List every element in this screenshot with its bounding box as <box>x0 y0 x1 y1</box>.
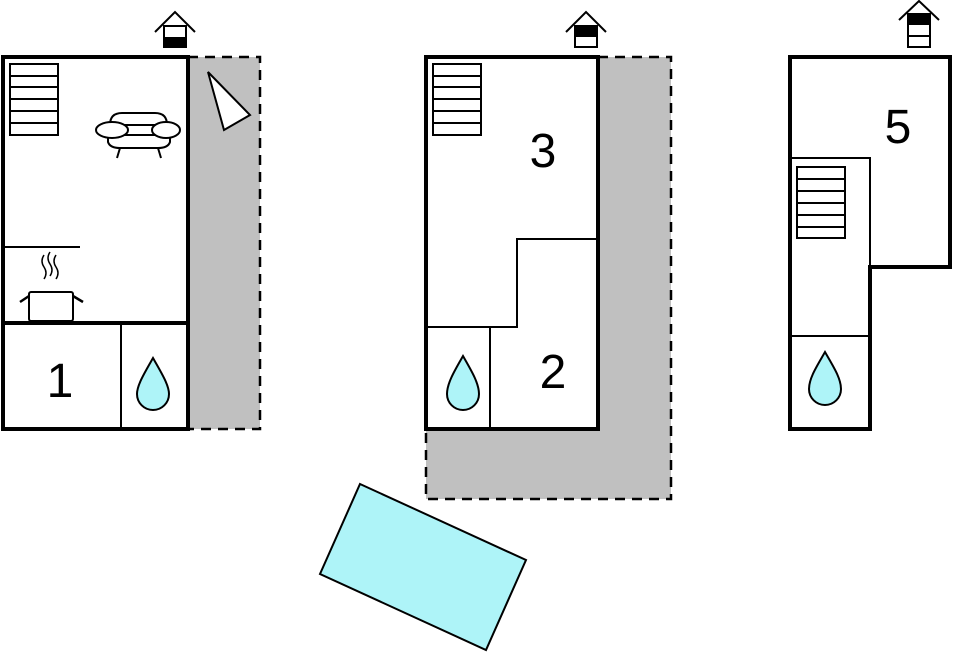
stairs-icon <box>9 63 59 136</box>
room-label: 5 <box>885 101 912 154</box>
ground-floor-indicator-icon <box>154 10 196 48</box>
bathroom-water-drop-icon <box>445 353 481 411</box>
stairs-icon <box>432 63 482 136</box>
bathroom-water-drop-icon <box>135 355 171 411</box>
second-floor-plan: 5 <box>788 0 952 431</box>
first-floor-indicator-icon <box>565 10 607 48</box>
room-label: 3 <box>530 125 557 178</box>
swimming-pool <box>318 482 528 652</box>
first-floor-plan: 3 2 <box>424 10 673 501</box>
ground-floor-plan: 1 <box>1 10 262 431</box>
room-label: 2 <box>540 346 567 399</box>
terrace <box>424 55 673 501</box>
ground-floor-outline <box>1 55 190 431</box>
stairs-icon <box>796 166 846 239</box>
sofa-icon <box>95 112 181 159</box>
cooking-pot-icon <box>19 251 84 322</box>
second-floor-indicator-icon <box>898 0 940 48</box>
first-floor-outline <box>424 55 600 431</box>
room-label: 1 <box>47 355 74 408</box>
bathroom-water-drop-icon <box>807 349 843 406</box>
parasol-icon <box>207 71 252 132</box>
